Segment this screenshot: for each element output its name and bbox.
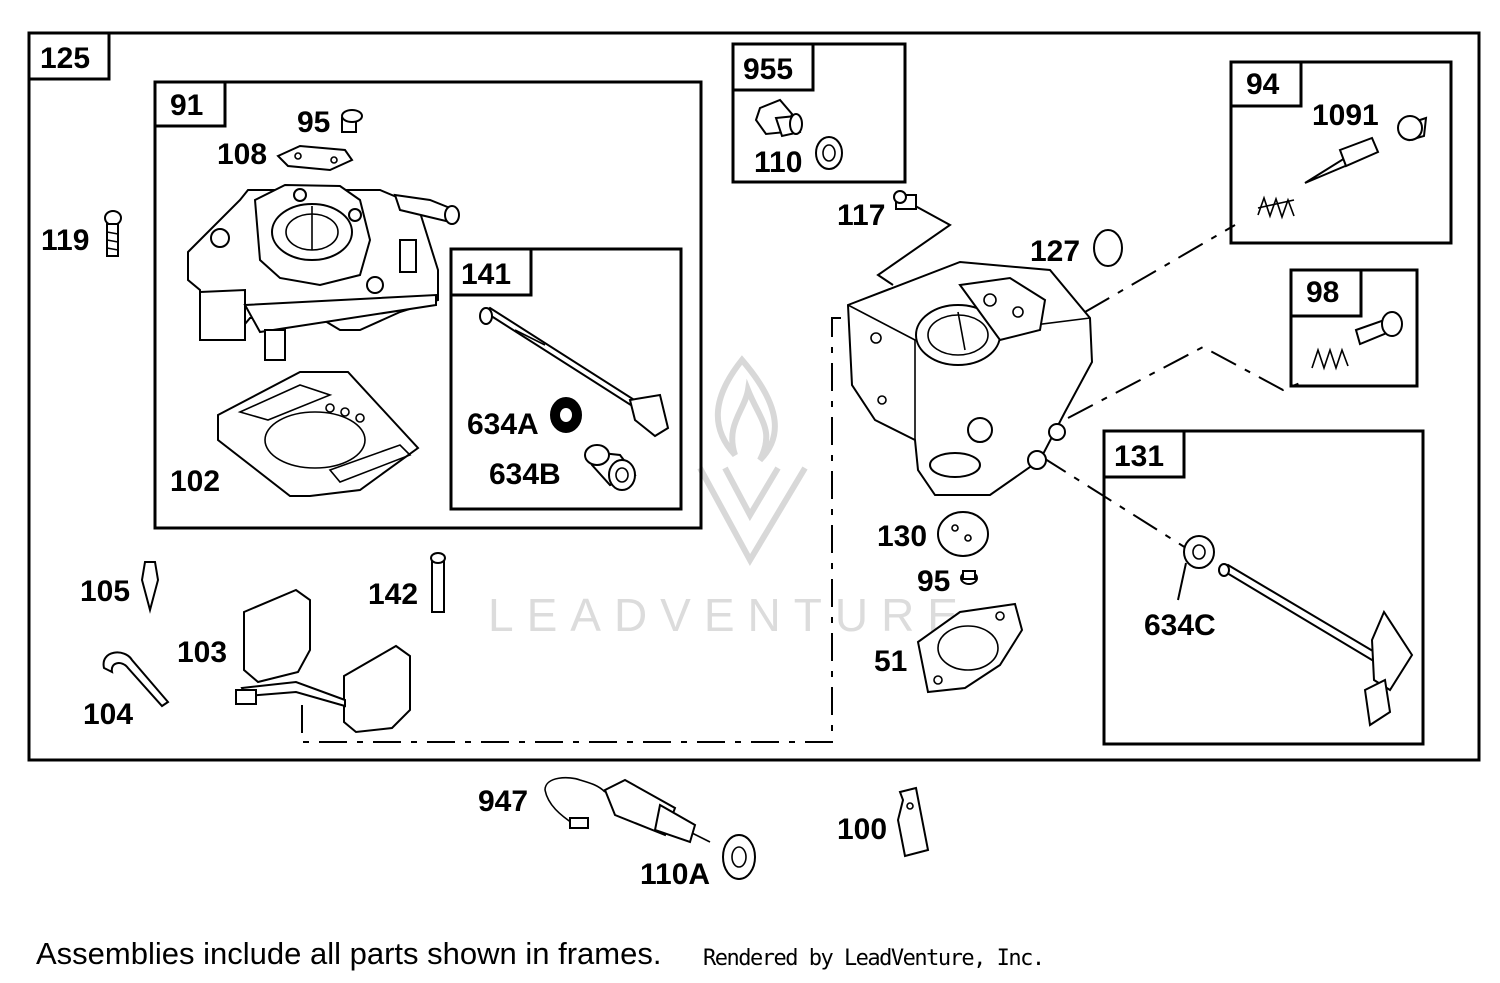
spring-98-part (1311, 347, 1349, 371)
frame-label-94: 94 (1246, 68, 1280, 101)
label-119: 119 (41, 224, 89, 257)
frame-94: 94 (1229, 60, 1453, 245)
footer-credit: Rendered by LeadVenture, Inc. (703, 946, 1045, 971)
label-104: 104 (83, 698, 133, 731)
label-127: 127 (1030, 235, 1080, 268)
washer-110a-part (722, 834, 756, 880)
label-1091: 1091 (1312, 99, 1379, 132)
frame-98: 98 (1289, 268, 1419, 388)
label-51: 51 (874, 645, 907, 678)
label-105: 105 (80, 575, 130, 608)
carburetor-body-part (846, 260, 1094, 496)
screw-95-lower-part (960, 570, 978, 585)
frame-131: 131 (1102, 429, 1425, 746)
label-95-lower: 95 (917, 565, 950, 598)
solenoid-947-part (544, 776, 711, 844)
needle-1091-part (1397, 115, 1428, 142)
pin-142-part (430, 552, 446, 613)
label-634b: 634B (489, 458, 561, 491)
seal-634a-part (550, 397, 582, 433)
bushing-634b-part (584, 444, 637, 491)
clip-104-part (102, 651, 170, 708)
watermark-logo (697, 355, 808, 567)
label-110a: 110A (640, 858, 710, 891)
frame-955: 955 (731, 42, 907, 184)
frame-label-141: 141 (461, 258, 511, 291)
frame-125: 125 (27, 31, 1481, 762)
label-634a: 634A (467, 408, 539, 441)
label-634c: 634C (1144, 609, 1216, 642)
screw-98-part (1354, 311, 1403, 346)
throttle-shaft-part (1218, 563, 1414, 727)
spring-94-part (1257, 195, 1295, 220)
part-labels: 95 108 119 102 634A 634B 110 117 127 109… (41, 99, 1379, 891)
upper-body-part (187, 183, 460, 361)
frame-label-91: 91 (170, 89, 203, 122)
float-103-part (235, 588, 411, 734)
label-142: 142 (368, 578, 418, 611)
seal-634c-part (1183, 535, 1215, 569)
label-100: 100 (837, 813, 887, 846)
label-117: 117 (837, 199, 885, 232)
frame-label-98: 98 (1306, 276, 1339, 309)
screw-119-part (104, 210, 122, 257)
frame-label-131: 131 (1114, 440, 1164, 473)
frame-141: 141 (449, 247, 683, 511)
frame-label-125: 125 (40, 42, 90, 75)
label-947: 947 (478, 785, 528, 818)
leadventure-watermark: LEADVENTURE (488, 589, 971, 641)
float-needle-105-part (140, 561, 160, 614)
label-130: 130 (877, 520, 927, 553)
footer-note: Assemblies include all parts shown in fr… (36, 936, 662, 971)
screw-117-part (893, 190, 917, 210)
label-108: 108 (217, 138, 267, 171)
diaphragm-130-part (937, 511, 989, 557)
gasket-51-part (916, 602, 1024, 694)
label-102: 102 (170, 465, 220, 498)
label-95-upper: 95 (297, 106, 330, 139)
gasket-108-part (276, 144, 354, 172)
shaft-141-part (479, 306, 670, 438)
gasket-102-part (217, 371, 420, 497)
plug-127-part (1093, 229, 1123, 267)
label-103: 103 (177, 636, 227, 669)
bracket-100-part (896, 786, 930, 858)
washer-110-part (815, 136, 843, 170)
fitting-955-part (754, 98, 803, 138)
label-110: 110 (754, 146, 802, 179)
mixture-needle-part (1304, 136, 1380, 184)
frame-91: 91 (153, 80, 703, 530)
frame-label-955: 955 (743, 53, 793, 86)
screw-95-upper-part (341, 109, 363, 133)
